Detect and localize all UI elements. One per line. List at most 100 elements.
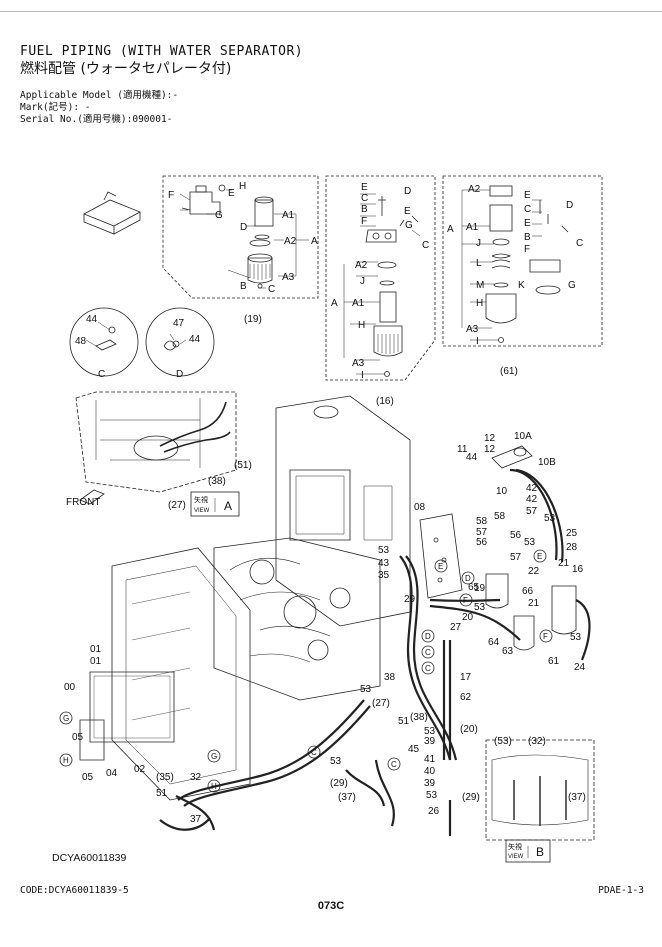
callout-40: 40 [424, 766, 436, 777]
radiator-frame [111, 547, 251, 801]
callout-27c: (27) [372, 698, 390, 709]
callout-16-B: B [361, 204, 368, 215]
callout-17: 17 [460, 672, 472, 683]
callout-19-A3: A3 [282, 272, 295, 283]
callout-16-E: E [361, 182, 368, 193]
callout-53f: 53 [360, 684, 372, 695]
filter-head [189, 191, 221, 215]
circle-c-2 [421, 661, 435, 675]
callout-61-F: F [524, 244, 530, 255]
detail-circle-d [145, 307, 215, 377]
callout-05b: 05 [82, 772, 94, 783]
title-japanese: 燃料配管 (ウォータセパレータ付) [20, 61, 232, 77]
callout-16-H: H [358, 320, 365, 331]
callout-10: 10 [496, 486, 508, 497]
detail-16-frame [325, 175, 436, 381]
o-ring [249, 239, 271, 247]
front-arrow [79, 489, 105, 505]
callout-04: 04 [106, 768, 118, 779]
view-a-arrow-text: 矢視 [194, 495, 208, 504]
view-a-floor [75, 391, 240, 517]
view-b-letter: B [536, 845, 544, 859]
callout-61-A1: A1 [466, 222, 479, 233]
circle-c-4 [387, 757, 401, 771]
view-a-sub-text: VIEW [194, 508, 210, 514]
svg-text:G: G [211, 752, 217, 761]
callout-16-A: A [331, 298, 338, 309]
view-b-sub-text: VIEW [508, 854, 524, 860]
svg-text:D: D [425, 632, 431, 641]
reference-circles [59, 549, 553, 793]
callout-35b: (35) [156, 772, 174, 783]
callout-16: 16 [572, 564, 584, 575]
circle-h-2 [207, 779, 221, 793]
screw-h [218, 184, 226, 192]
callout-37b: (37) [338, 792, 356, 803]
callout-24: 24 [574, 662, 586, 673]
tank-cap-outline [133, 435, 179, 461]
fuel-hoses [159, 468, 591, 836]
svg-text:F: F [463, 596, 468, 605]
manifold-10 [491, 445, 533, 469]
view-b-box [505, 839, 551, 863]
callout-12b: 12 [484, 444, 496, 455]
callout-16-I: I [361, 370, 364, 381]
callout-20: 20 [462, 612, 474, 623]
callout-61-M: M [476, 280, 484, 291]
callout-62: 62 [460, 692, 472, 703]
callout-51: (51) [234, 460, 252, 471]
drawing-code: DCYA60011839 [52, 852, 127, 864]
callout-64: 64 [488, 637, 500, 648]
svg-text:C: C [391, 760, 397, 769]
callout-22: 22 [528, 566, 540, 577]
callout-16-J: J [360, 276, 365, 287]
separator-61 [513, 615, 535, 651]
svg-text:C: C [311, 748, 317, 757]
detail-circle-c [69, 307, 139, 377]
svg-text:H: H [63, 756, 69, 765]
view-a-box [190, 491, 240, 517]
svg-text:H: H [211, 782, 217, 791]
svg-text:E: E [537, 552, 542, 561]
callout-61-A: A [447, 224, 454, 235]
svg-text:C: C [425, 648, 431, 657]
machine-orientation-icon [83, 191, 141, 235]
callout-19-D: D [240, 222, 247, 233]
callout-05: 05 [72, 732, 84, 743]
svg-text:C: C [425, 664, 431, 673]
hose-51 [163, 431, 231, 453]
callout-39: 39 [424, 736, 436, 747]
callout-41: 41 [424, 754, 436, 765]
callout-19-A1: A1 [282, 210, 295, 221]
bolt-f [181, 207, 191, 211]
callout-38b: 38 [384, 672, 396, 683]
callout-39b: 39 [424, 778, 436, 789]
callout-10b: 10B [538, 457, 556, 468]
callout-42: 42 [526, 483, 538, 494]
callout-42b: 42 [526, 494, 538, 505]
callout-26: 26 [428, 806, 440, 817]
callout-61-B: B [524, 232, 531, 243]
callout-61-E: E [524, 190, 531, 201]
filter-element [254, 199, 274, 227]
callout-16-A2: A2 [355, 260, 368, 271]
callout-57: 57 [526, 506, 538, 517]
drain-plug [257, 283, 263, 289]
engine-block [213, 537, 381, 701]
callout-01: 01 [90, 644, 102, 655]
serial-no: Serial No.(適用号機):090001- [20, 114, 173, 125]
svg-text:G: G [63, 714, 69, 723]
callout-19-H: H [239, 181, 246, 192]
callout-19-G: G [215, 210, 223, 221]
callout-19-F: F [168, 190, 174, 201]
circle-f-1 [459, 593, 473, 607]
callout-61-C2: C [576, 238, 583, 249]
circle-e-1 [434, 559, 448, 573]
callout-53h: 53 [426, 790, 438, 801]
page-number: 073C [317, 900, 345, 912]
tank-cap [313, 405, 339, 419]
callout-53g: 53 [424, 726, 436, 737]
callout-58b: 58 [494, 511, 506, 522]
applicable-model: Applicable Model (適用機種):- [20, 90, 179, 101]
callout-27: (27) [168, 500, 186, 511]
